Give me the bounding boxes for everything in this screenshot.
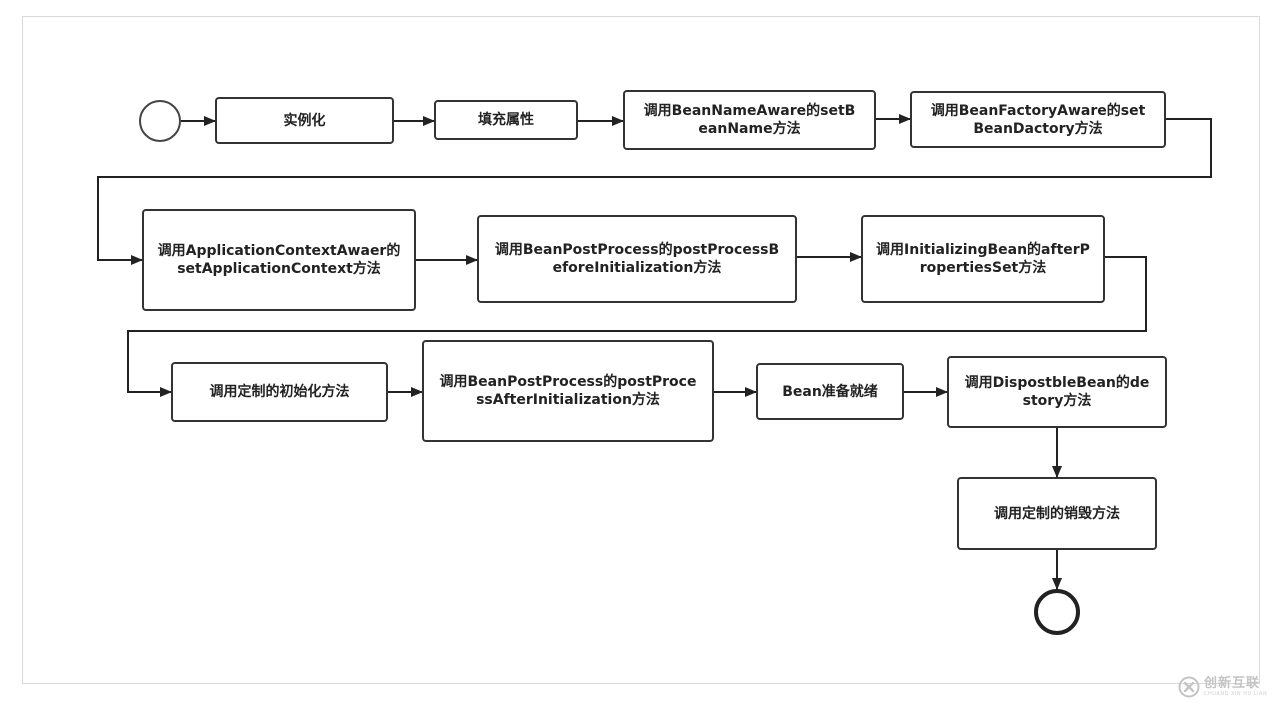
edge-beanfactoryaware-to-appcontextaware [97, 118, 1212, 265]
node-application-context-aware: 调用ApplicationContextAwaer的setApplication… [142, 209, 416, 311]
node-custom-init-label: 调用定制的初始化方法 [209, 384, 350, 400]
node-initializing-bean-label: 调用InitializingBean的afterPropertiesSet方法 [876, 242, 1090, 276]
node-post-process-after-label: 调用BeanPostProcess的postProcessAfterInitia… [439, 374, 697, 408]
watermark-sub-text: CHUANG XIN HU LIAN [1204, 691, 1268, 697]
node-bean-name-aware: 调用BeanNameAware的setBeanName方法 [623, 90, 876, 150]
watermark: 创新互联 CHUANG XIN HU LIAN [1178, 670, 1278, 704]
node-custom-destroy-label: 调用定制的销毁方法 [994, 505, 1120, 522]
node-bean-ready-label: Bean准备就绪 [782, 383, 878, 400]
node-post-process-before: 调用BeanPostProcess的postProcessBeforeIniti… [477, 215, 797, 303]
node-bean-factory-aware: 调用BeanFactoryAware的setBeanDactory方法 [910, 91, 1166, 148]
watermark-logo-icon [1178, 676, 1200, 698]
edge-initializingbean-to-custominit [127, 256, 1147, 397]
end-node [1034, 589, 1080, 635]
node-bean-ready: Bean准备就绪 [756, 363, 904, 420]
node-post-process-before-label: 调用BeanPostProcess的postProcessBeforeIniti… [494, 242, 780, 276]
node-bean-name-aware-label: 调用BeanNameAware的setBeanName方法 [643, 103, 856, 137]
node-populate-properties-label: 填充属性 [478, 112, 534, 128]
node-custom-destroy: 调用定制的销毁方法 [957, 477, 1157, 550]
node-custom-init: 调用定制的初始化方法 [171, 362, 388, 422]
node-bean-factory-aware-label: 调用BeanFactoryAware的setBeanDactory方法 [930, 102, 1146, 137]
node-instantiate: 实例化 [215, 97, 394, 144]
start-node [139, 100, 181, 142]
node-initializing-bean: 调用InitializingBean的afterPropertiesSet方法 [861, 215, 1105, 303]
node-disposable-bean: 调用DispostbleBean的destory方法 [947, 356, 1167, 428]
watermark-brand-text: 创新互联 [1204, 676, 1261, 691]
node-disposable-bean-label: 调用DispostbleBean的destory方法 [964, 375, 1150, 409]
node-application-context-aware-label: 调用ApplicationContextAwaer的setApplication… [157, 243, 401, 277]
node-instantiate-label: 实例化 [283, 112, 326, 129]
node-post-process-after: 调用BeanPostProcess的postProcessAfterInitia… [422, 340, 714, 442]
node-populate-properties: 填充属性 [434, 100, 578, 140]
